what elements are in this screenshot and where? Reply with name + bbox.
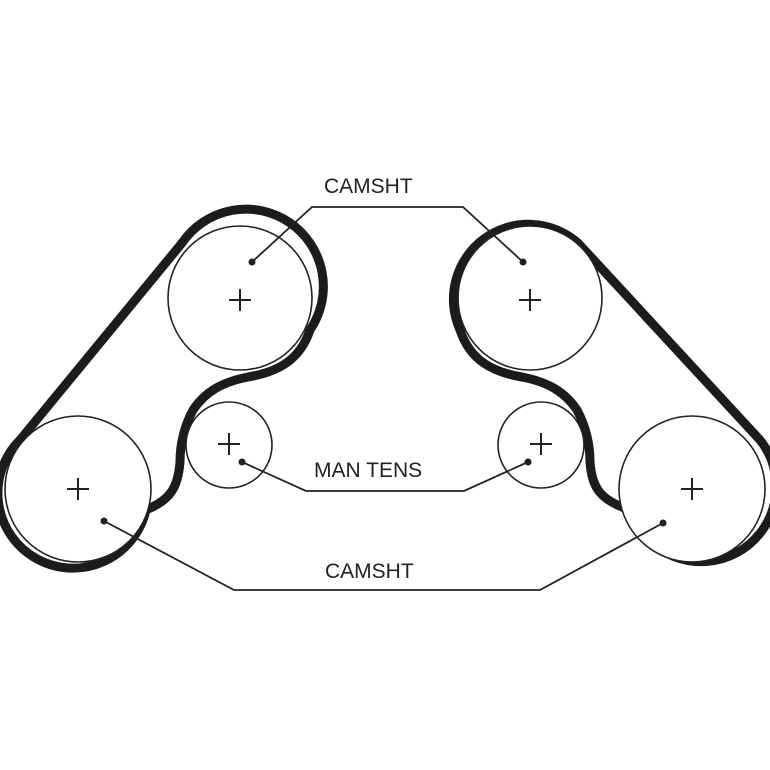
leader-manual-tensioner bbox=[241, 461, 529, 492]
label-camshaft-bottom: CAMSHT bbox=[319, 560, 420, 584]
belt-right-inner-span bbox=[455, 325, 635, 515]
belt-left-outer-span bbox=[15, 238, 187, 445]
pulley-camshaft-bottom-left bbox=[4, 415, 152, 563]
pulley-tensioner-right bbox=[497, 401, 585, 489]
leader-dot bbox=[238, 458, 246, 466]
belt-left-upper-arc bbox=[177, 204, 328, 335]
label-camshaft-top: CAMSHT bbox=[318, 175, 419, 199]
leader-dot bbox=[100, 517, 108, 525]
leader-dot bbox=[524, 458, 532, 466]
label-manual-tensioner: MAN TENS bbox=[308, 459, 429, 483]
pulley-camshaft-top-right bbox=[457, 225, 603, 371]
pulley-camshaft-top-left bbox=[167, 225, 313, 371]
leader-dot bbox=[248, 258, 256, 266]
pulley-camshaft-bottom-right bbox=[618, 415, 766, 563]
pulley-tensioner-left bbox=[185, 401, 273, 489]
leader-camshaft-bottom bbox=[103, 520, 664, 591]
belt-left-inner-span bbox=[141, 325, 315, 515]
leader-dot bbox=[519, 258, 527, 266]
belt-left-bottom-arc bbox=[0, 435, 151, 573]
belt-left bbox=[0, 204, 328, 573]
leader-camshaft-top bbox=[251, 206, 524, 263]
belt-right-outer-span bbox=[573, 238, 765, 445]
belt-right-upper-arc bbox=[448, 219, 583, 335]
leader-dot bbox=[659, 519, 667, 527]
